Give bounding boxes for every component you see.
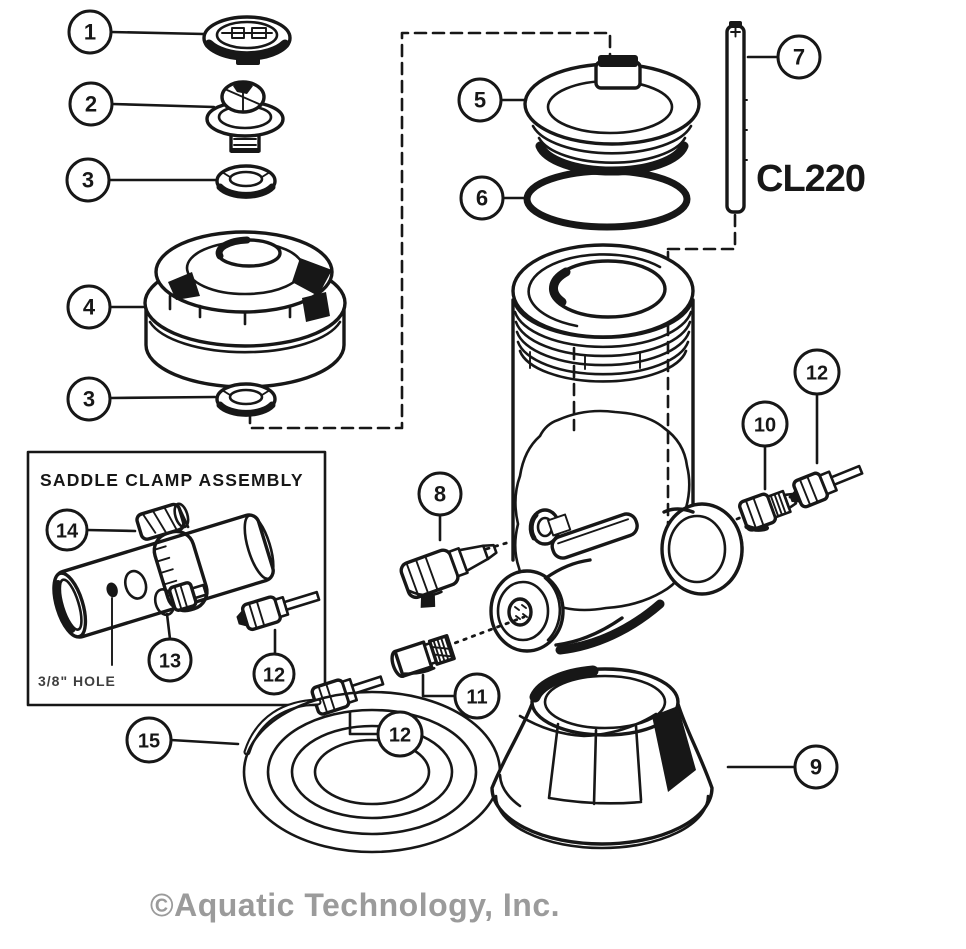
callout-13-leader	[165, 612, 172, 641]
callout-9-circle	[793, 744, 839, 790]
callout-14-number: 14	[56, 521, 79, 543]
callout-4: 4	[66, 284, 145, 330]
part-7-tube-drawing	[725, 21, 748, 214]
callout-11-leader	[421, 673, 457, 698]
callout-4-circle	[66, 284, 112, 330]
callout-13: 13	[147, 612, 193, 683]
callout-10-circle	[741, 400, 789, 448]
callout-1: 1	[67, 9, 206, 55]
callout-3-circle	[66, 376, 112, 422]
callout-3: 3	[66, 376, 217, 422]
tank-body-drawing	[489, 243, 744, 655]
part-6-o-ring-drawing	[523, 167, 691, 231]
callout-8-number: 8	[434, 482, 446, 507]
callout-12: 12	[793, 348, 841, 465]
callout-5-number: 5	[474, 88, 486, 113]
model-label: CL220	[756, 158, 865, 200]
callout-7-circle	[776, 34, 822, 80]
callout-3: 3	[65, 157, 217, 203]
callout-12-circle	[252, 652, 296, 696]
callout-15-circle	[125, 716, 173, 764]
copyright-watermark: ©Aquatic Technology, Inc.	[150, 887, 560, 923]
part-13-fitting-drawing	[153, 581, 208, 617]
callout-12-circle	[376, 710, 424, 758]
callout-14: 14	[45, 508, 137, 552]
callout-11-number: 11	[466, 687, 487, 709]
callout-8: 8	[417, 471, 463, 542]
callout-15-leader	[169, 738, 240, 746]
callout-12-number: 12	[263, 665, 285, 687]
part-10-fitting-drawing	[738, 489, 798, 532]
callout-11: 11	[421, 672, 501, 720]
callout-9-number: 9	[810, 755, 822, 780]
callout-7: 7	[746, 34, 822, 80]
callout-12-number: 12	[389, 725, 411, 747]
callout-12-leader	[348, 710, 380, 736]
part-4-lid-drawing	[143, 230, 347, 389]
callout-3-number: 3	[82, 168, 94, 193]
callout-8-circle	[417, 471, 463, 517]
callout-1-number: 1	[84, 20, 96, 45]
part-3-washer-lower-drawing	[215, 382, 277, 417]
dashed-reference-lines	[248, 31, 737, 558]
part-14-saddle-clamp-pipe-drawing	[52, 502, 275, 639]
callout-2-leader	[110, 102, 216, 109]
callout-2: 2	[68, 81, 216, 127]
part-12-fitting-in-box-drawing	[236, 590, 321, 632]
saddle-clamp-assembly-box: SADDLE CLAMP ASSEMBLY	[26, 450, 327, 707]
callout-2-number: 2	[85, 92, 97, 117]
callout-15: 15	[125, 716, 240, 764]
callout-14-leader	[85, 528, 137, 533]
callout-13-circle	[147, 637, 193, 683]
saddle-box-title: SADDLE CLAMP ASSEMBLY	[40, 470, 304, 490]
callout-15-number: 15	[138, 731, 160, 753]
callout-1-leader	[109, 30, 206, 36]
callout-2-circle	[68, 81, 114, 127]
callout-12: 12	[252, 628, 296, 696]
part-2-valve-drawing	[205, 80, 285, 153]
part-9-base-drawing	[490, 665, 714, 850]
callout-5: 5	[457, 77, 528, 123]
hole-label: 3/8" HOLE	[38, 673, 116, 689]
part-1-diffuser-cap-drawing	[202, 15, 292, 65]
callout-5-circle	[457, 77, 503, 123]
callout-14-circle	[45, 508, 89, 552]
callout-3-leader	[108, 395, 217, 400]
callout-12-circle	[793, 348, 841, 396]
callout-3-number: 3	[83, 387, 95, 412]
part-11-nipple-fitting-drawing	[390, 633, 456, 679]
callout-12-number: 12	[806, 363, 828, 385]
part-5-cover-drawing	[523, 55, 701, 176]
callout-10: 10	[741, 400, 789, 491]
callout-1-circle	[67, 9, 113, 55]
callout-11-circle	[453, 672, 501, 720]
callout-6: 6	[459, 175, 528, 221]
callout-7-number: 7	[793, 45, 805, 70]
callout-10-number: 10	[754, 415, 776, 437]
part-3-washer-upper-drawing	[215, 164, 277, 199]
part-15-coiled-tubing-drawing	[242, 690, 502, 854]
part-8-elbow-fitting-drawing	[399, 543, 498, 608]
callout-13-number: 13	[159, 651, 181, 673]
part-12-fitting-upper-right-drawing	[789, 464, 864, 509]
callout-3-circle	[65, 157, 111, 203]
callout-6-number: 6	[476, 186, 488, 211]
callout-6-circle	[459, 175, 505, 221]
callout-9: 9	[726, 744, 839, 790]
callout-12: 12	[348, 710, 424, 758]
callout-4-number: 4	[83, 295, 96, 320]
